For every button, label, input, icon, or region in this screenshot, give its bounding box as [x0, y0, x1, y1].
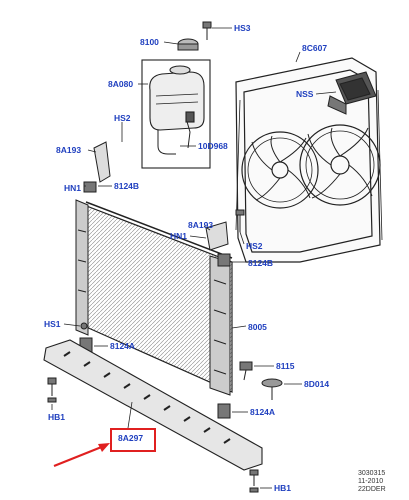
- label-8124a-right: 8124A: [250, 407, 276, 417]
- label-hs1: HS1: [44, 319, 61, 329]
- splash-shield: [43, 339, 263, 471]
- label-hn1-left: HN1: [64, 183, 82, 193]
- reference-id: 3030315: [358, 470, 386, 477]
- label-8124b-left: 8124B: [114, 181, 140, 191]
- label-hs3: HS3: [234, 23, 251, 33]
- label-hn1-mid: HN1: [170, 231, 188, 241]
- label-nss: NSS: [296, 89, 314, 99]
- reference-date: 11-2010: [358, 478, 384, 486]
- nss-module: [327, 71, 377, 115]
- reference-code: 22DDER: [358, 486, 386, 494]
- left-bottom-screws: [47, 377, 57, 403]
- highlight-box: [110, 428, 156, 452]
- label-8c607: 8C607: [302, 43, 328, 53]
- label-8124a-left: 8124A: [110, 341, 136, 351]
- label-8a193-mid: 8A193: [188, 220, 214, 230]
- bottom-screws: [249, 469, 259, 493]
- leader-lines: [51, 27, 337, 489]
- radiator: [75, 199, 233, 396]
- label-hs2-mid: HS2: [246, 241, 263, 251]
- expansion-tank: [141, 59, 211, 169]
- label-hs2-top: HS2: [114, 113, 131, 123]
- label-8a193-left: 8A193: [56, 145, 82, 155]
- left-bracket: [83, 141, 111, 193]
- label-hb1-left: HB1: [48, 412, 66, 422]
- label-8124b-mid: 8124B: [248, 258, 274, 268]
- filler-cap: [177, 38, 199, 51]
- label-8005: 8005: [248, 322, 267, 332]
- label-8a080: 8A080: [108, 79, 134, 89]
- top-screw: [202, 21, 212, 40]
- label-8a297: 8A297: [118, 433, 144, 443]
- mid-bracket: [205, 209, 245, 267]
- label-hb1-bottom: HB1: [274, 483, 292, 493]
- label-10d968: 10D968: [198, 141, 228, 151]
- label-8115: 8115: [276, 361, 295, 371]
- right-parts: [217, 361, 283, 419]
- reference-block: 3030315 11-2010 22DDER: [358, 470, 386, 494]
- red-arrow: [53, 443, 110, 468]
- label-8d014: 8D014: [304, 379, 330, 389]
- label-8100: 8100: [140, 37, 159, 47]
